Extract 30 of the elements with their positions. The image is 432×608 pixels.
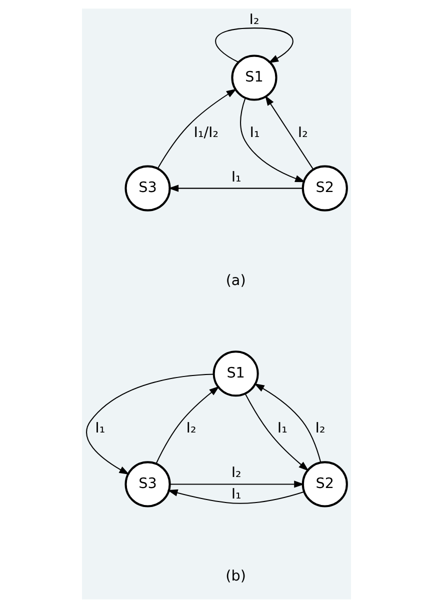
- arrow: [168, 184, 302, 192]
- edge-label: I₁: [94, 420, 105, 437]
- arrow: [240, 98, 305, 182]
- edge-label: I₁: [230, 486, 241, 503]
- node-circle: S3: [124, 165, 170, 212]
- arrow: [254, 383, 321, 463]
- edge-label: I₂: [314, 420, 325, 437]
- node-circle: S3: [124, 461, 170, 508]
- arrow: [264, 95, 314, 170]
- arrow: [244, 394, 308, 472]
- edge-label: I₂: [297, 124, 308, 141]
- node-circle: S1: [212, 350, 258, 397]
- node-circle: S1: [230, 54, 277, 101]
- node-circle: S2: [301, 165, 348, 212]
- label: (b): [225, 568, 246, 585]
- edge-label: I₁: [249, 124, 260, 141]
- arrow: [156, 88, 236, 169]
- edge-label: I₂: [186, 420, 196, 437]
- arrow: [86, 374, 214, 475]
- arrow: [169, 480, 304, 488]
- arrow: [155, 386, 219, 464]
- arrow: [166, 489, 304, 504]
- edge-label: I₂: [230, 465, 241, 482]
- edge-label: I₂: [248, 12, 259, 28]
- label: (a): [225, 272, 246, 289]
- node-circle: S2: [301, 461, 348, 508]
- arrow: [214, 28, 293, 64]
- edge-label: I₁/I₂: [193, 124, 218, 141]
- edge-label: I₁: [230, 169, 241, 186]
- edge-label: I₁: [276, 420, 287, 437]
